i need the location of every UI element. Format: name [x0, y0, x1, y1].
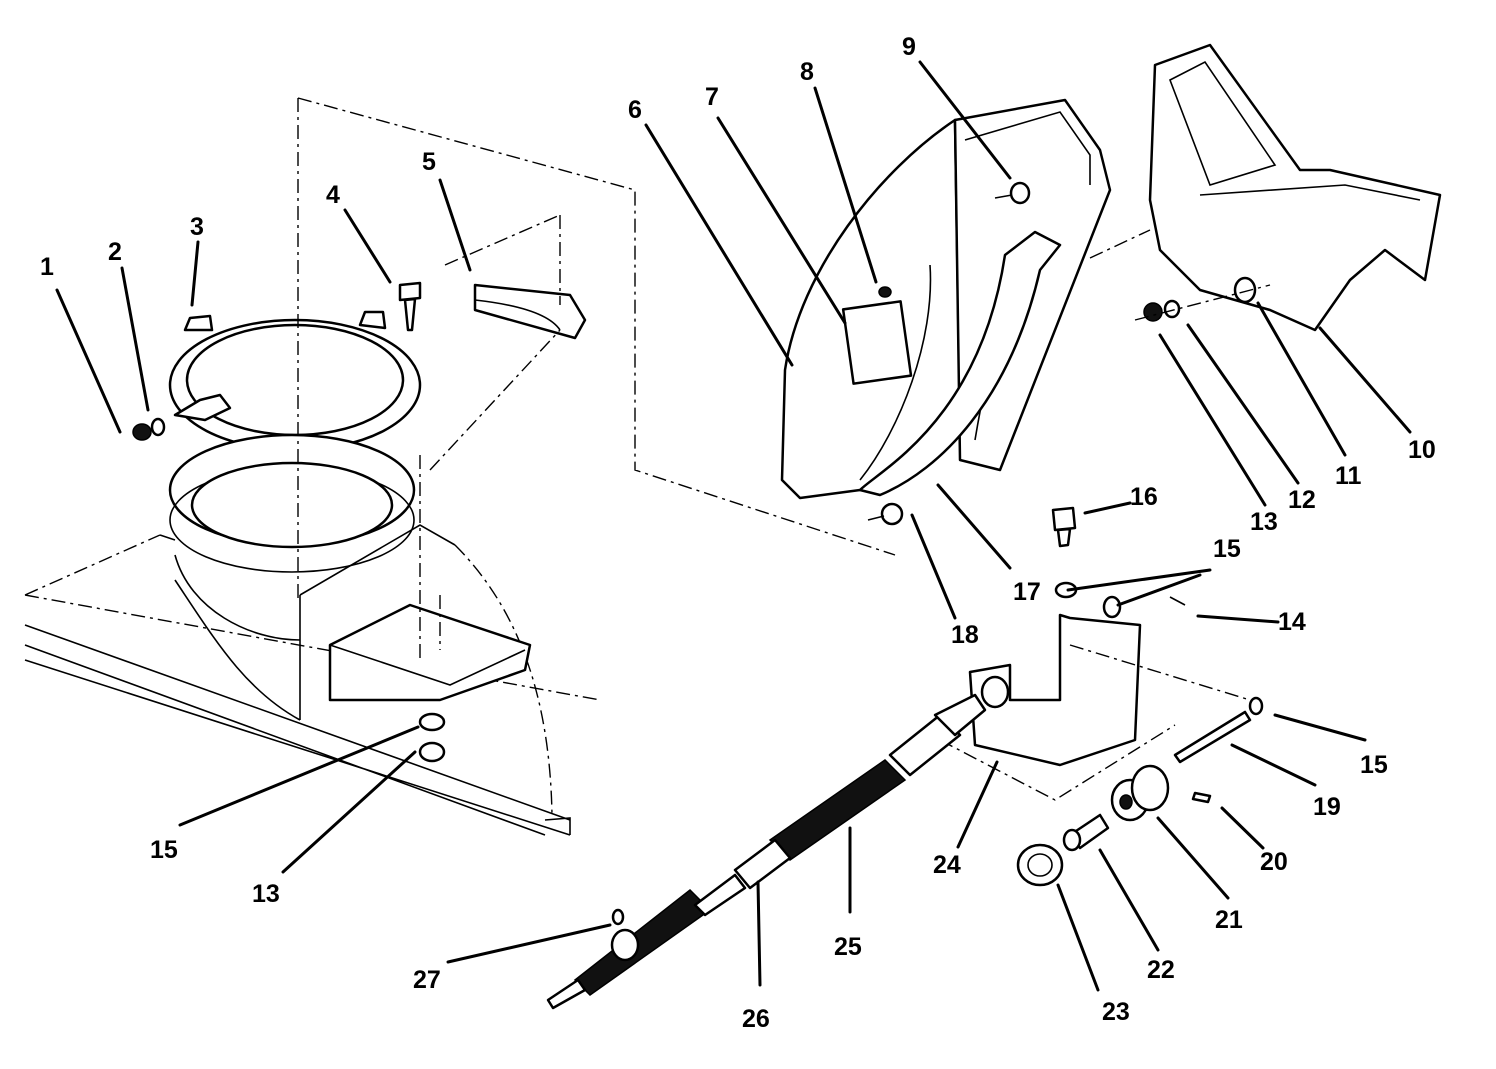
callout-4: 4	[326, 181, 340, 209]
bolt-9	[994, 181, 1031, 205]
callout-26: 26	[742, 1005, 770, 1033]
callout-23: 23	[1102, 998, 1130, 1026]
plate-5	[473, 283, 587, 340]
callout-16: 16	[1130, 483, 1158, 511]
callout-7: 7	[705, 83, 719, 111]
callout-21: 21	[1215, 906, 1243, 934]
callout-5: 5	[422, 148, 436, 176]
nut-23	[1016, 843, 1064, 887]
callout-14: 14	[1278, 608, 1306, 636]
callout-20: 20	[1260, 848, 1288, 876]
callout-15-right: 15	[1360, 751, 1388, 779]
callout-17: 17	[1013, 578, 1041, 606]
fitting-22	[1062, 813, 1110, 852]
callout-10: 10	[1408, 436, 1436, 464]
pin-20	[1191, 791, 1212, 804]
bolt-4	[398, 281, 422, 332]
callout-3: 3	[190, 213, 204, 241]
callout-11: 11	[1335, 462, 1362, 490]
pin-19	[1173, 696, 1264, 764]
callout-27: 27	[413, 966, 441, 994]
handle-17	[858, 230, 1062, 497]
callout-15-lower: 15	[150, 836, 178, 864]
callout-19: 19	[1313, 793, 1341, 821]
washer-11	[1233, 276, 1257, 304]
callout-6: 6	[628, 96, 642, 124]
washer-12	[1163, 299, 1181, 319]
callout-8: 8	[800, 58, 814, 86]
pin-14	[1102, 595, 1186, 619]
callout-25: 25	[834, 933, 862, 961]
deflector-10	[1148, 43, 1442, 332]
cable-25	[546, 693, 987, 1010]
callout-18: 18	[951, 621, 979, 649]
setscrew-27	[611, 908, 625, 926]
callout-12: 12	[1288, 486, 1316, 514]
chute-ring-assembly	[168, 310, 422, 573]
callout-13-upper: 13	[1250, 508, 1278, 536]
callout-1: 1	[40, 253, 54, 281]
nut-1	[132, 423, 152, 441]
callout-13-lower: 13	[252, 880, 280, 908]
lower-bracket	[328, 603, 532, 763]
callout-9: 9	[902, 33, 916, 61]
washer-2	[150, 417, 166, 437]
callout-labels: 1 2 3 4 5 6 7 8 9 10 11 12 13 13 14 15 1…	[40, 33, 1436, 1033]
nut-13	[1143, 302, 1163, 322]
bracket-24	[968, 613, 1142, 767]
nut-8	[878, 286, 892, 298]
callout-15-upper: 15	[1213, 535, 1241, 563]
callout-24: 24	[933, 851, 961, 879]
bushing-21	[1110, 764, 1170, 822]
leader-lines	[55, 60, 1412, 992]
bolt-16	[1051, 506, 1077, 548]
callout-22: 22	[1147, 956, 1175, 984]
callout-2: 2	[108, 238, 122, 266]
bolt-18	[867, 502, 904, 526]
